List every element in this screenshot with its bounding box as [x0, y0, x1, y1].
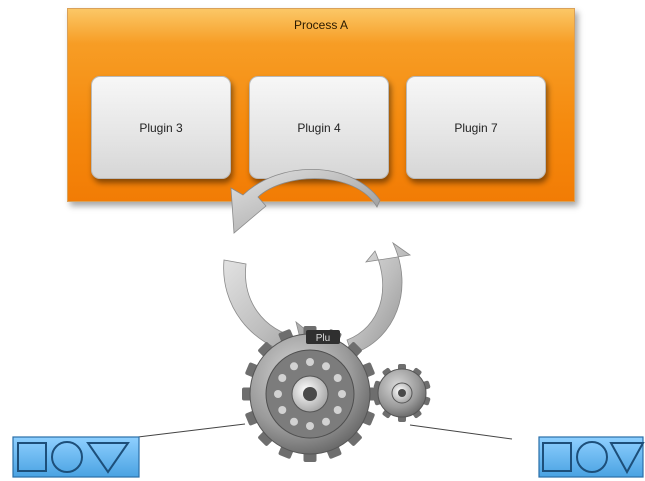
process-a-container: Process A Plugin 3 Plugin 4 Plugin 7 [67, 8, 575, 202]
circle-icon [51, 441, 83, 473]
plugin-4-box: Plugin 4 [249, 76, 389, 179]
gear-label: Plu [316, 333, 330, 344]
circle-icon [576, 441, 608, 473]
left-shapes-group [12, 436, 140, 478]
small-gear-icon [373, 364, 431, 422]
triangle-icon [609, 442, 645, 475]
process-title: Process A [293, 18, 349, 32]
large-gear-icon [242, 326, 378, 462]
right-connector-line [409, 424, 513, 440]
triangle-icon [86, 442, 130, 474]
square-icon [17, 442, 47, 472]
right-shapes-group [538, 436, 645, 478]
square-icon [542, 442, 572, 472]
plugin-3-box: Plugin 3 [91, 76, 231, 179]
plugin-7-box: Plugin 7 [406, 76, 546, 179]
gear-label-tab [306, 330, 340, 344]
left-connector-line [137, 423, 246, 438]
